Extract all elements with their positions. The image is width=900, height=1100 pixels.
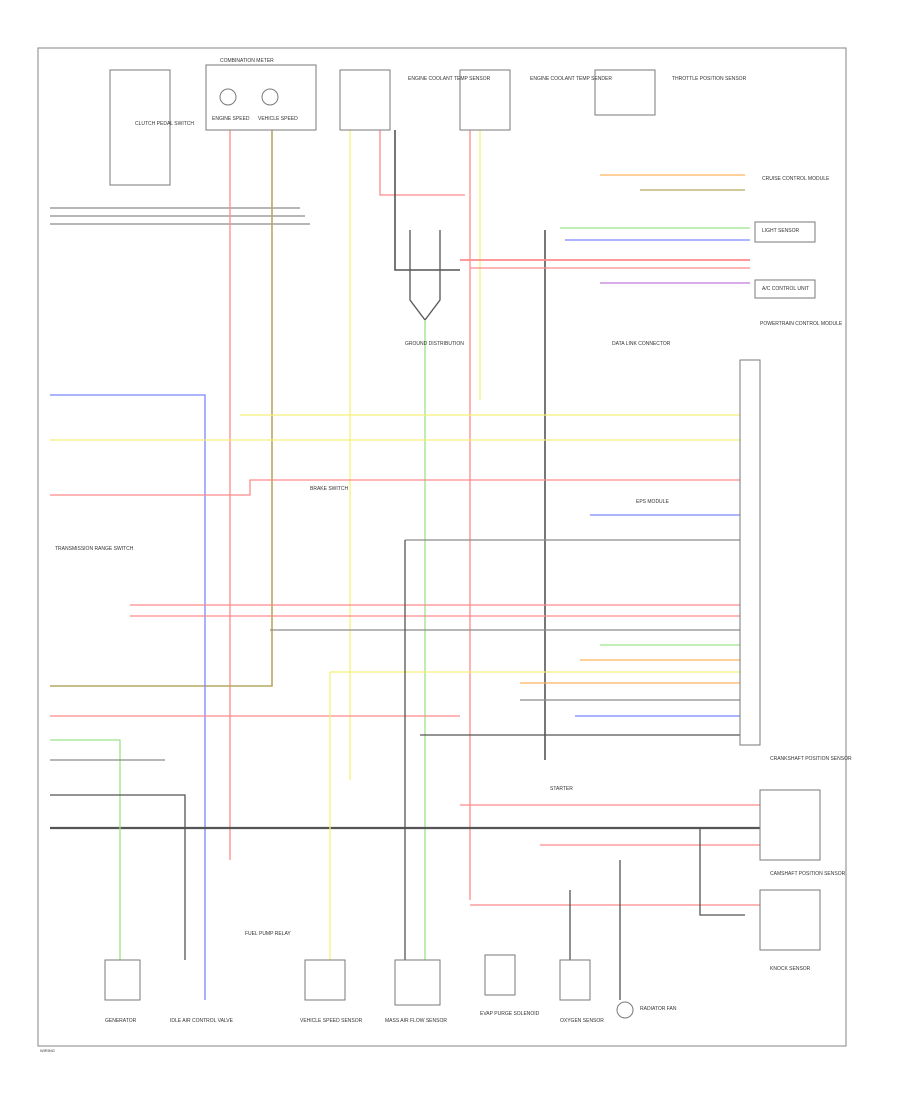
label-ground-distribution: GROUND DISTRIBUTION [405, 341, 464, 347]
wire-ckp-1 [699, 828, 745, 916]
label-crankshaft: CRANKSHAFT POSITION SENSOR [770, 756, 852, 762]
pcm-box [739, 359, 761, 746]
vehicle-speed-gauge [261, 88, 279, 106]
label-vehicle-speed: VEHICLE SPEED [258, 116, 298, 122]
label-clutch-pedal-switch: CLUTCH PEDAL SWITCH [135, 121, 194, 127]
labels: COMBINATION METER ENGINE SPEED VEHICLE S… [40, 58, 852, 1053]
label-ect-sender: ENGINE COOLANT TEMP SENDER [530, 76, 612, 82]
wire-red-b [379, 130, 465, 196]
label-mass-air-flow: MASS AIR FLOW SENSOR [385, 1018, 447, 1024]
label-tps: THROTTLE POSITION SENSOR [672, 76, 747, 82]
label-radiator-fan: RADIATOR FAN [640, 1006, 677, 1012]
wires [50, 130, 760, 1000]
combination-meter-box [205, 64, 317, 131]
label-data-link: DATA LINK CONNECTOR [612, 341, 671, 347]
label-ect-sensor: ENGINE COOLANT TEMP SENSOR [408, 76, 491, 82]
cmp-box [759, 889, 821, 951]
label-brake-switch: BRAKE SWITCH [310, 486, 348, 492]
wire-h-red-3 [50, 479, 740, 496]
vss-box [304, 959, 346, 1001]
wire-black-2 [50, 794, 186, 960]
generator-box [104, 959, 141, 1001]
label-pcm: POWERTRAIN CONTROL MODULE [760, 321, 843, 327]
label-engine-speed: ENGINE SPEED [212, 116, 250, 122]
tps-box [594, 69, 656, 116]
trs-box [484, 954, 516, 996]
label-o2: OXYGEN SENSOR [560, 1018, 604, 1024]
label-knock: KNOCK SENSOR [770, 966, 811, 972]
clutch-switch-box [109, 69, 171, 186]
label-camshaft: CAMSHAFT POSITION SENSOR [770, 871, 846, 877]
light-sensor-box [754, 221, 816, 243]
battery-symbol [616, 1001, 634, 1019]
label-page-id: WIRING [40, 1048, 55, 1053]
wire-meter-olive [50, 130, 273, 687]
label-light-sensor: LIGHT SENSOR [762, 228, 800, 234]
label-fuel-pump-relay: FUEL PUMP RELAY [245, 931, 291, 937]
label-generator: GENERATOR [105, 1018, 137, 1024]
wire-ground-2 [424, 230, 441, 321]
label-evap: EVAP PURGE SOLENOID [480, 1011, 540, 1017]
diagram-frame [37, 47, 847, 1047]
wire-green-gen [50, 739, 121, 960]
knock-sensor-box [394, 959, 441, 1006]
ect-sensor-box [339, 69, 391, 131]
ckp-box [759, 789, 821, 861]
label-ac-unit: A/C CONTROL UNIT [762, 286, 809, 292]
label-cruise-actuator: IDLE AIR CONTROL VALVE [170, 1018, 234, 1024]
label-vss: VEHICLE SPEED SENSOR [300, 1018, 363, 1024]
label-starter: STARTER [550, 786, 573, 792]
wire-gray-c [394, 130, 460, 271]
wire-h-blue-2 [50, 394, 206, 1000]
label-eps-module: EPS MODULE [636, 499, 669, 505]
label-cruise-control: CRUISE CONTROL MODULE [762, 176, 830, 182]
label-transmission-range: TRANSMISSION RANGE SWITCH [55, 546, 134, 552]
engine-speed-gauge [219, 88, 237, 106]
ect-sender-box [459, 69, 511, 131]
o2-box [559, 959, 591, 1001]
wire-ground-1 [409, 230, 426, 321]
ac-unit-box [754, 279, 816, 299]
label-combination-meter: COMBINATION METER [220, 58, 274, 64]
components [104, 64, 821, 1019]
